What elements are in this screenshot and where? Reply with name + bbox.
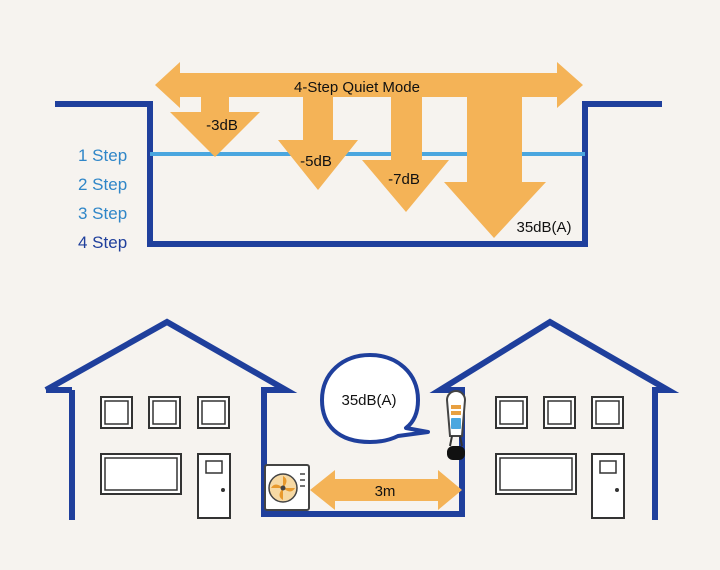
quiet-mode-title: 4-Step Quiet Mode (294, 79, 420, 96)
window-icon (591, 396, 624, 429)
step-label-2: 2 Step (78, 175, 127, 194)
quiet-mode-panel: 4-Step Quiet Mode -3dB -5dB -7dB 35dB(A)… (55, 62, 662, 252)
houses-panel: 3m 35dB(A) (44, 318, 680, 520)
right-house-windows (495, 396, 624, 495)
step-label-3: 3 Step (78, 204, 127, 223)
sound-level-frame (55, 101, 662, 247)
window-icon (495, 453, 577, 495)
reduction-label-3: -7dB (388, 171, 420, 188)
window-icon (100, 396, 133, 429)
door-icon (591, 453, 625, 519)
distance-arrow (310, 470, 462, 510)
window-icon (148, 396, 181, 429)
window-icon (543, 396, 576, 429)
outdoor-unit-icon (264, 464, 310, 511)
noise-speech-bubble (320, 353, 430, 444)
step-label-1: 1 Step (78, 146, 127, 165)
window-icon (495, 396, 528, 429)
arrow-35dba (444, 97, 546, 238)
noise-bubble-label: 35dB(A) (341, 392, 396, 409)
step-label-4: 4 Step (78, 233, 127, 252)
arrow-minus-5db (278, 97, 358, 190)
left-house-windows (100, 396, 230, 495)
window-icon (197, 396, 230, 429)
quiet-arrows (155, 62, 583, 238)
arrow-minus-3db (170, 97, 260, 157)
reduction-label-2: -5dB (300, 153, 332, 170)
door-icon (197, 453, 231, 519)
distance-label: 3m (375, 483, 396, 500)
reduction-label-4: 35dB(A) (516, 219, 571, 236)
remote-control-icon (445, 389, 467, 460)
quiet-mode-double-arrow (155, 62, 583, 108)
window-icon (100, 453, 182, 495)
arrow-minus-7db (362, 97, 449, 212)
reduction-label-1: -3dB (206, 117, 238, 134)
